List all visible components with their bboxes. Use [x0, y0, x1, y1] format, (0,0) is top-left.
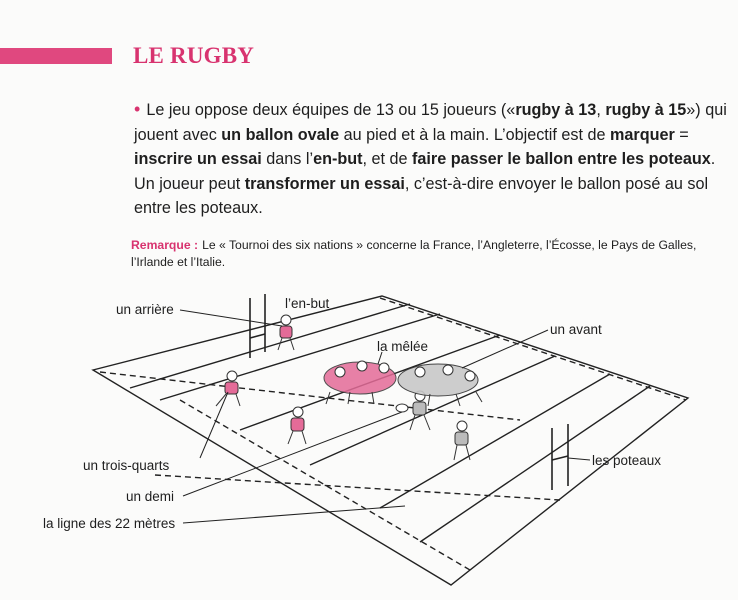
label-melee: la mêlée: [377, 339, 428, 354]
page-title: LE RUGBY: [133, 43, 255, 68]
term-inscrire-essai: inscrire un essai: [134, 150, 262, 169]
text-run: =: [674, 125, 689, 144]
label-poteaux: les poteaux: [592, 453, 661, 468]
player-left-mid: [287, 406, 307, 445]
term-rugby-15: rugby à 15: [605, 101, 687, 119]
label-avant: un avant: [550, 322, 602, 337]
section-marker-bar: [0, 48, 112, 64]
text-run: ») qui jouent avec: [134, 101, 727, 144]
term-en-but: en-but: [313, 150, 363, 169]
player-trois-quarts: [215, 370, 241, 407]
line-dashed-4: [179, 399, 471, 571]
text-run: au pied et à la main. L’objectif est de: [339, 125, 610, 144]
label-demi: un demi: [126, 489, 174, 504]
label-trois-quarts: un trois-quarts: [83, 458, 170, 473]
leader-lines: [179, 309, 591, 524]
line-goal-left: [159, 313, 441, 401]
line-dashed-1: [99, 371, 521, 421]
text-run: Le jeu oppose deux équipes de 13 ou 15 j…: [146, 101, 516, 119]
intro-paragraph: • Le jeu oppose deux équipes de 13 ou 15 …: [134, 97, 734, 221]
term-marquer: marquer: [610, 125, 675, 144]
text-run: , et de: [362, 150, 413, 169]
text-run: . Un joueur peut: [134, 150, 716, 193]
remark-note: Remarque :Le « Tournoi des six nations »…: [131, 237, 731, 270]
label-en-but: l’en-but: [285, 296, 330, 311]
line-dashed-2: [379, 297, 687, 401]
line-22-right: [379, 373, 611, 509]
label-arriere: un arrière: [116, 302, 174, 317]
player-right: [453, 420, 471, 461]
text-run: dans l’: [261, 150, 314, 169]
line-dashed-3: [154, 474, 561, 501]
term-ballon-ovale: un ballon ovale: [221, 125, 340, 144]
remark-text: Le « Tournoi des six nations » concerne …: [131, 238, 697, 269]
label-ligne-22: la ligne des 22 mètres: [43, 516, 175, 531]
players: [215, 314, 483, 461]
term-transformer: transformer un essai: [244, 174, 405, 193]
line-goal-right: [419, 385, 651, 543]
term-poteaux: faire passer le ballon entre les poteaux: [412, 150, 711, 169]
line-dead-ball-left: [129, 303, 411, 389]
text-run: ,: [596, 101, 606, 119]
term-rugby-13: rugby à 13: [515, 101, 597, 119]
remark-label: Remarque :: [131, 238, 199, 252]
rugby-field-diagram: un arrière l’en-but la mêlée un avant un…: [43, 294, 690, 586]
bullet-dot: •: [134, 99, 141, 119]
scrum-group: [323, 360, 483, 407]
text-run: , c’est-à-dire envoyer le ballon posé au…: [134, 174, 709, 218]
player-arriere: [277, 314, 295, 351]
goalposts-right: [551, 424, 569, 490]
